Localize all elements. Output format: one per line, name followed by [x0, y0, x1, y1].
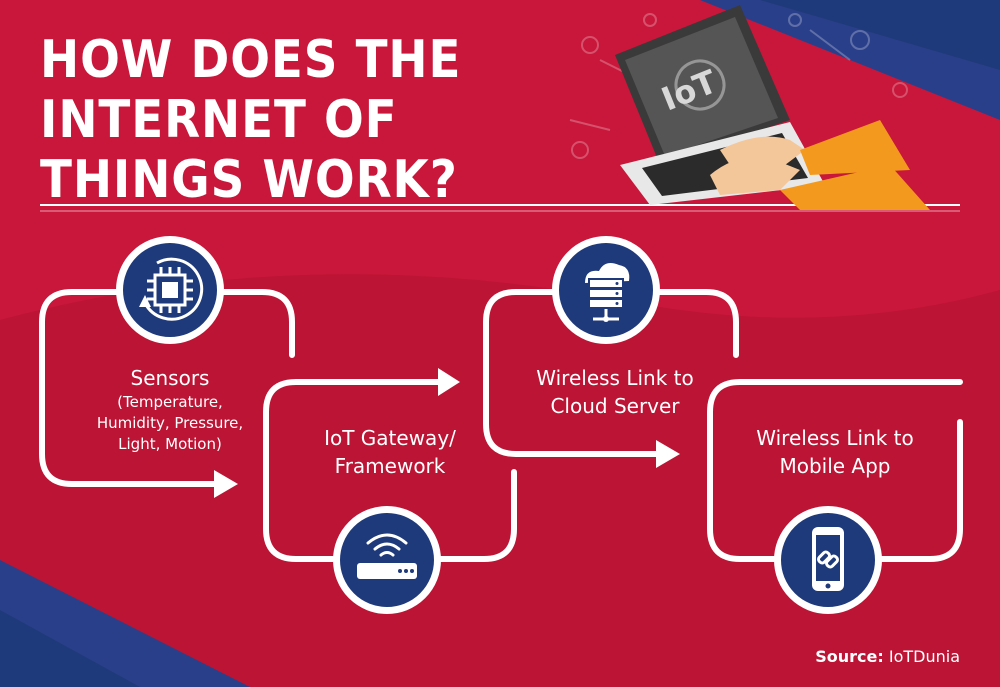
phone-link-icon [774, 506, 882, 614]
step-mobile-label: Wireless Link to Mobile App [756, 426, 914, 478]
page-title: HOW DOES THE INTERNET OF THINGS WORK? [40, 30, 462, 210]
step-gateway: IoT Gateway/ Framework [310, 424, 470, 480]
source-name: IoTDunia [888, 647, 960, 666]
gateway-router-icon [333, 506, 441, 614]
step-cloud-label: Wireless Link to Cloud Server [536, 366, 694, 418]
cloud-server-icon [552, 236, 660, 344]
step-mobile: Wireless Link to Mobile App [745, 424, 925, 480]
laptop-illustration: IoT [569, 5, 930, 210]
sensor-chip-icon [116, 236, 224, 344]
step-sensors-detail: (Temperature, Humidity, Pressure, Light,… [96, 393, 244, 453]
step-cloud: Wireless Link to Cloud Server [530, 364, 700, 420]
step-gateway-label: IoT Gateway/ Framework [324, 426, 456, 478]
source-prefix: Source: [815, 647, 884, 666]
source-credit: Source: IoTDunia [815, 647, 960, 666]
step-sensors-label: Sensors [130, 366, 210, 390]
step-sensors: Sensors (Temperature, Humidity, Pressure… [95, 364, 245, 455]
